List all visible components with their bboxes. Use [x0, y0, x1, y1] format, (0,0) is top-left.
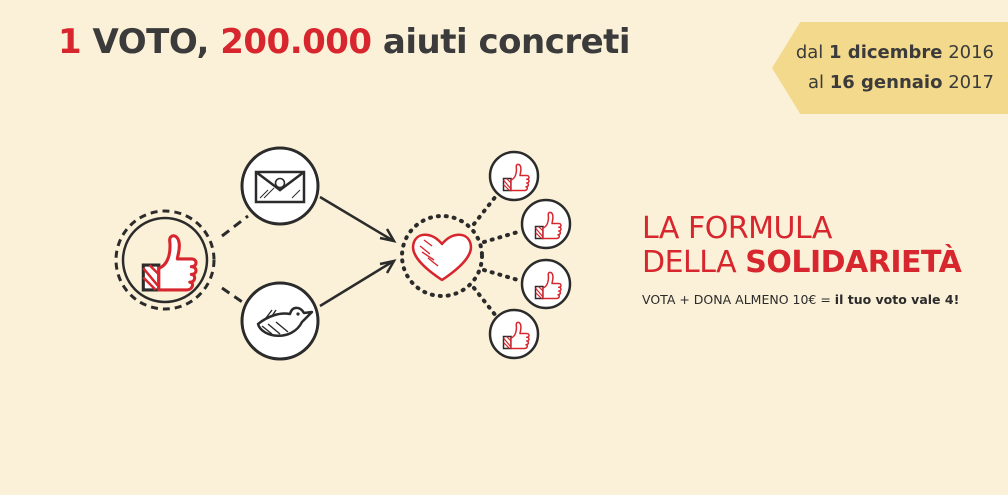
headline-aid-count: 200.000 [220, 22, 372, 62]
date-start: dal 1 dicembre 2016 [795, 42, 994, 63]
formula-line-2: DELLA SOLIDARIETÀ [642, 245, 962, 280]
vote-multiplier-2 [520, 198, 572, 250]
headline-vote-count: 1 [58, 22, 82, 62]
vote-circle [114, 209, 216, 311]
date-range: dal 1 dicembre 2016 al 16 gennaio 2017 [796, 38, 994, 98]
vote-multiplier-3 [520, 258, 572, 310]
date-ribbon [772, 22, 1008, 114]
headline-aid-text: aiuti concreti [371, 22, 631, 62]
heart-circle [400, 214, 484, 298]
vote-multiplier-1 [488, 150, 540, 202]
heart-icon [411, 233, 473, 282]
email-icon [254, 170, 306, 204]
email-circle [240, 146, 320, 226]
formula-line-1: LA FORMULA [642, 211, 832, 246]
date-end: al 16 gennaio 2017 [807, 72, 994, 93]
social-circle [240, 281, 320, 361]
formula-title: LA FORMULA DELLA SOLIDARIETÀ [642, 211, 962, 280]
bird-icon [256, 306, 314, 337]
headline-vote-text: VOTO, [81, 22, 221, 62]
vote-multiplier-4 [488, 308, 540, 360]
headline: 1 VOTO, 200.000 aiuti concreti [58, 22, 631, 62]
formula-subtitle: VOTA + DONA ALMENO 10€ = il tuo voto val… [642, 292, 960, 307]
thumbs-up-icon [141, 234, 198, 292]
